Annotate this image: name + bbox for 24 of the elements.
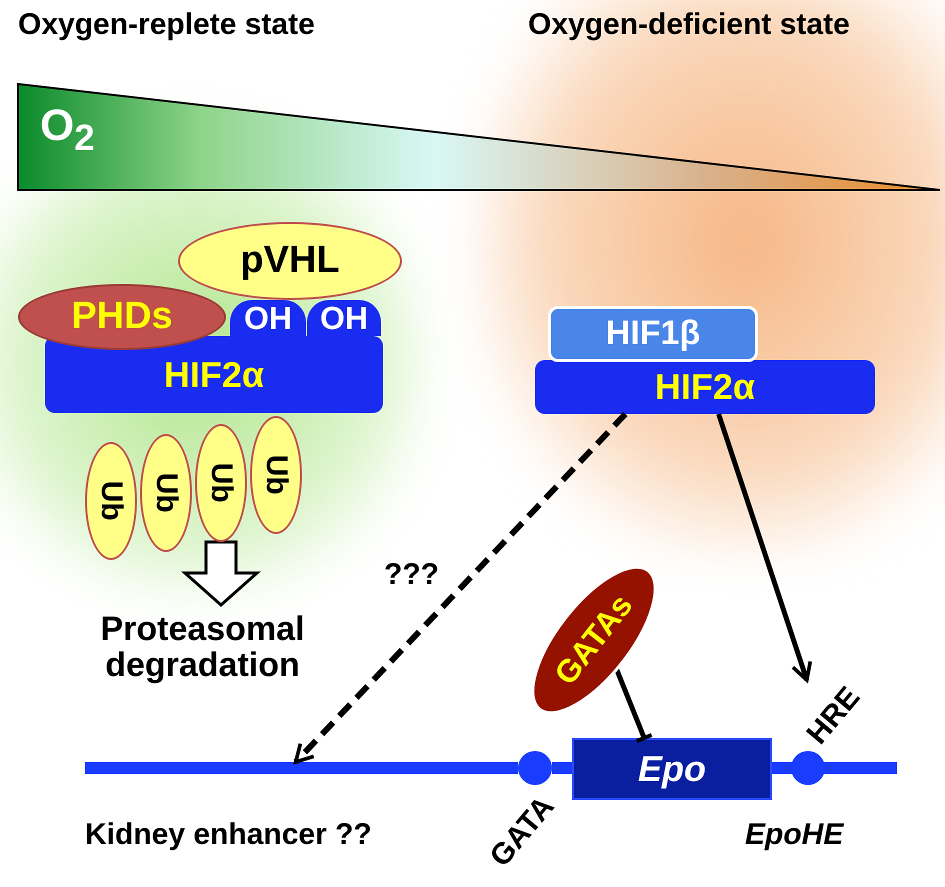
edge-label: ??? (384, 558, 439, 592)
protein-bar: HIF2α (45, 336, 383, 413)
arrow (716, 413, 812, 682)
protein-ellipse: pVHL (178, 222, 402, 300)
hydroxyl-dome: OH (307, 300, 381, 336)
inhibition-line (614, 668, 654, 743)
protein-bar: HIF2α (535, 360, 875, 414)
hollow-arrow (181, 540, 261, 607)
ubiquitin-ellipse: Ub (85, 442, 137, 560)
gas-label: O$_{2}$ (40, 102, 95, 158)
ubiquitin-ellipse: Ub (195, 424, 247, 542)
ubiquitin-ellipse: Ub (140, 434, 192, 552)
section-label: Oxygen-deficient state (528, 8, 850, 41)
gene-box: Epo (572, 738, 772, 800)
ubiquitin-ellipse: Ub (250, 416, 302, 534)
section-label: Kidney enhancer ?? (85, 818, 372, 851)
enzyme-ellipse: PHDs (18, 284, 226, 350)
section-label: Oxygen-replete state (18, 8, 315, 41)
section-label: EpoHE (745, 818, 844, 851)
dna-strand (85, 762, 518, 774)
hydroxyl-dome: OH (230, 300, 306, 336)
subunit-box: HIF1β (548, 306, 758, 362)
arrow (294, 412, 628, 764)
outcome-text: Proteasomal degradation (60, 605, 345, 691)
